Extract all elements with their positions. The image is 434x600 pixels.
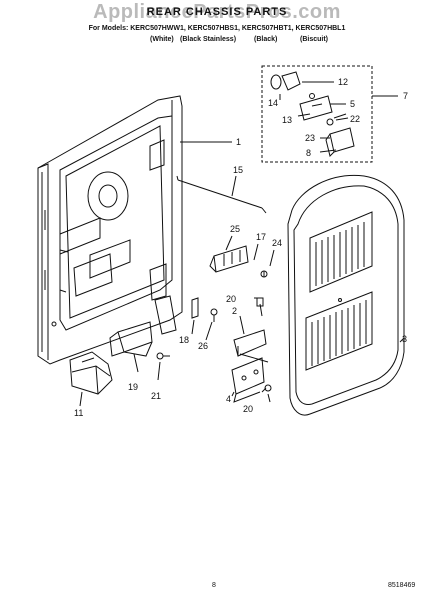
- mounting-bracket: [109, 321, 170, 360]
- callout-15: 15: [233, 165, 243, 175]
- callout-17: 17: [256, 232, 266, 242]
- callout-13: 13: [282, 115, 292, 125]
- callout-5: 5: [350, 99, 355, 109]
- watermark: AppliancePartsPros.com: [93, 1, 341, 23]
- callout-3: 3: [402, 334, 407, 344]
- inset-detail-box: [261, 65, 373, 163]
- rear-chassis-panel: [37, 95, 183, 365]
- callout-21: 21: [151, 391, 161, 401]
- callout-2: 2: [232, 306, 237, 316]
- callout-23: 23: [305, 133, 315, 143]
- callout-11: 11: [74, 408, 83, 418]
- model-list: For Models: KERC507HWW1, KERC507HBS1, KE…: [88, 25, 346, 32]
- callout-22: 22: [350, 114, 360, 124]
- callout-14: 14: [268, 98, 278, 108]
- cover-block: [69, 351, 113, 395]
- page-title: REAR CHASSIS PARTS: [146, 6, 288, 18]
- callout-8: 8: [306, 148, 311, 158]
- callout-12: 12: [338, 77, 348, 87]
- leader-lines: [79, 81, 405, 407]
- callout-20-bottom: 20: [243, 404, 253, 414]
- support-rod: [176, 175, 267, 214]
- variant-black-stainless: (Black Stainless): [180, 36, 237, 43]
- document-part-number: 8518469: [388, 582, 416, 589]
- variant-black: (Black): [254, 36, 278, 43]
- page-number: 8: [212, 582, 216, 589]
- callout-24: 24: [272, 238, 282, 248]
- rear-cover: [287, 174, 405, 416]
- callout-7: 7: [403, 91, 408, 101]
- lower-bracket-assembly: [231, 297, 272, 403]
- callout-4: 4: [226, 394, 231, 404]
- callout-labels: 12 7 14 5 13 22 23 8 1 15 25 17 24 20 2 …: [74, 77, 408, 418]
- callout-20-top: 20: [226, 294, 236, 304]
- callout-18: 18: [179, 335, 189, 345]
- variant-biscuit: (Biscuit): [300, 36, 328, 43]
- variant-white: (White): [150, 36, 174, 43]
- clip-and-screw: [191, 297, 218, 322]
- center-bracket: [209, 245, 268, 278]
- callout-1: 1: [236, 137, 241, 147]
- callout-26: 26: [198, 341, 208, 351]
- callout-25: 25: [230, 224, 240, 234]
- callout-19: 19: [128, 382, 138, 392]
